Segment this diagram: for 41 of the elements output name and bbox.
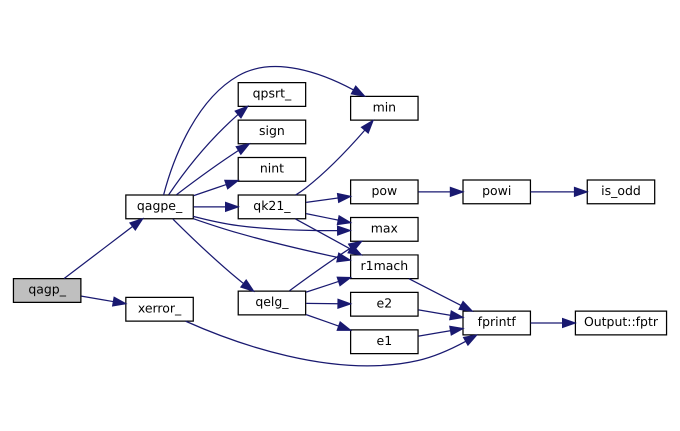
arrow [172, 218, 256, 292]
arrow [193, 218, 352, 262]
arrow [194, 201, 240, 212]
arrow [418, 325, 465, 336]
node-box: Output::fptr [574, 310, 668, 335]
arrow [306, 298, 352, 308]
arrow [306, 212, 352, 225]
node-box: qpsrt_ [238, 81, 306, 106]
node-box: xerror_ [125, 296, 194, 322]
arrow [295, 118, 374, 195]
arrow [163, 65, 366, 195]
arrow [418, 186, 465, 197]
arrow [530, 186, 589, 197]
arrow [194, 179, 240, 196]
arrow [418, 308, 465, 320]
arrow [185, 320, 478, 366]
arrow [306, 276, 352, 292]
node-box: pow [350, 178, 419, 204]
arrow [306, 314, 352, 330]
node-box: max [350, 216, 419, 242]
node-box: powi [462, 178, 532, 204]
node-box: min [350, 95, 419, 120]
node-box: sign [238, 118, 306, 144]
node-box: qk21_ [238, 194, 306, 219]
arrow [168, 104, 250, 195]
node-box: r1mach [350, 254, 419, 279]
arrow [176, 142, 251, 195]
arrow [530, 317, 577, 328]
node-box: qagpe_ [125, 194, 194, 219]
node-box: qagp_ [12, 278, 82, 303]
node-box: nint [238, 156, 306, 182]
arrow [81, 295, 128, 306]
arrow [306, 192, 352, 203]
node-box: is_odd [586, 178, 656, 204]
node-box: qelg_ [238, 290, 306, 315]
arrow [408, 278, 474, 312]
node-box: fprintf [462, 310, 532, 335]
node-box: e2 [350, 291, 419, 316]
arrow [193, 215, 352, 236]
node-box: e1 [350, 328, 419, 354]
arrow [64, 217, 144, 279]
